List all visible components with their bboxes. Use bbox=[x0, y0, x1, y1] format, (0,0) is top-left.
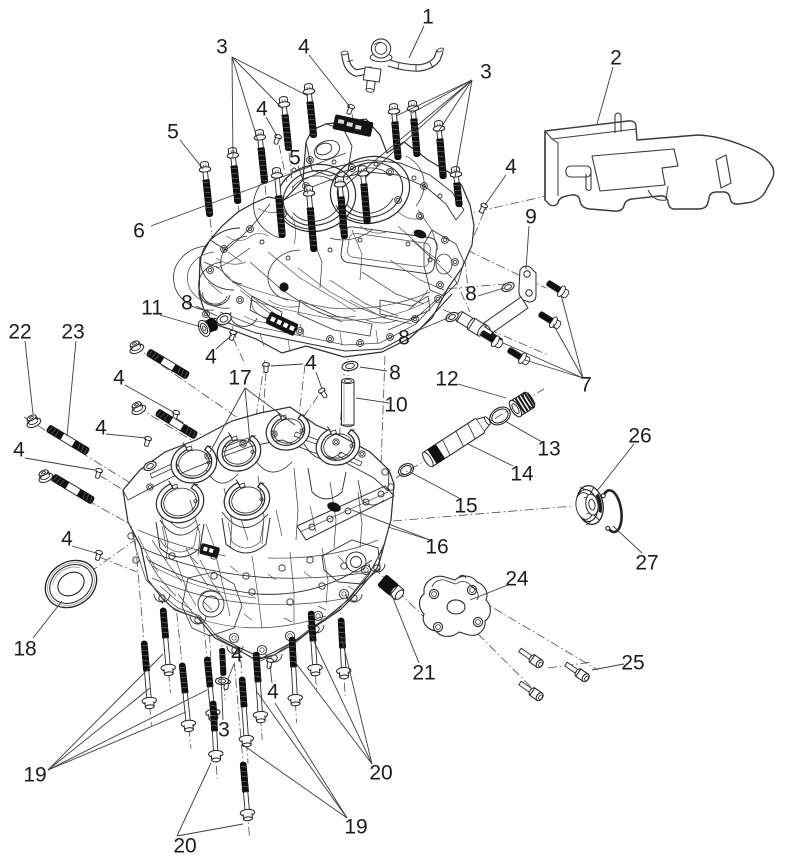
svg-text:4: 4 bbox=[205, 345, 217, 368]
svg-text:12: 12 bbox=[435, 367, 458, 390]
svg-text:8: 8 bbox=[465, 282, 477, 305]
svg-text:8: 8 bbox=[398, 326, 410, 349]
svg-text:11: 11 bbox=[141, 296, 163, 319]
svg-text:20: 20 bbox=[369, 761, 392, 784]
svg-text:3: 3 bbox=[216, 35, 228, 58]
svg-text:3: 3 bbox=[218, 718, 230, 741]
svg-text:15: 15 bbox=[454, 494, 477, 517]
svg-text:4: 4 bbox=[95, 416, 107, 439]
svg-text:4: 4 bbox=[256, 97, 268, 120]
svg-text:21: 21 bbox=[412, 661, 435, 684]
svg-text:9: 9 bbox=[525, 205, 537, 228]
svg-text:4: 4 bbox=[298, 35, 310, 58]
svg-text:27: 27 bbox=[635, 551, 658, 574]
svg-text:24: 24 bbox=[505, 567, 529, 590]
svg-text:4: 4 bbox=[113, 366, 125, 389]
svg-text:18: 18 bbox=[13, 637, 36, 660]
svg-text:16: 16 bbox=[425, 535, 448, 558]
svg-text:5: 5 bbox=[289, 146, 301, 169]
svg-text:2: 2 bbox=[610, 46, 622, 69]
svg-text:5: 5 bbox=[167, 120, 179, 143]
svg-text:4: 4 bbox=[231, 643, 243, 666]
svg-text:19: 19 bbox=[23, 763, 46, 786]
svg-text:19: 19 bbox=[344, 815, 367, 838]
svg-text:23: 23 bbox=[61, 320, 84, 343]
svg-text:4: 4 bbox=[305, 351, 317, 374]
svg-text:13: 13 bbox=[537, 437, 560, 460]
svg-text:8: 8 bbox=[389, 361, 401, 384]
svg-text:10: 10 bbox=[384, 393, 407, 416]
svg-text:4: 4 bbox=[13, 438, 25, 461]
svg-text:4: 4 bbox=[267, 680, 279, 703]
svg-text:25: 25 bbox=[621, 651, 644, 674]
svg-text:14: 14 bbox=[510, 462, 534, 485]
svg-text:7: 7 bbox=[580, 373, 592, 396]
svg-text:4: 4 bbox=[505, 155, 517, 178]
svg-text:22: 22 bbox=[8, 320, 31, 343]
svg-text:3: 3 bbox=[480, 60, 492, 83]
svg-text:17: 17 bbox=[228, 366, 251, 389]
svg-text:8: 8 bbox=[181, 291, 193, 314]
svg-text:26: 26 bbox=[628, 424, 651, 447]
svg-text:4: 4 bbox=[61, 527, 73, 550]
svg-text:20: 20 bbox=[173, 834, 196, 857]
svg-text:6: 6 bbox=[133, 219, 145, 242]
svg-text:1: 1 bbox=[422, 5, 434, 28]
